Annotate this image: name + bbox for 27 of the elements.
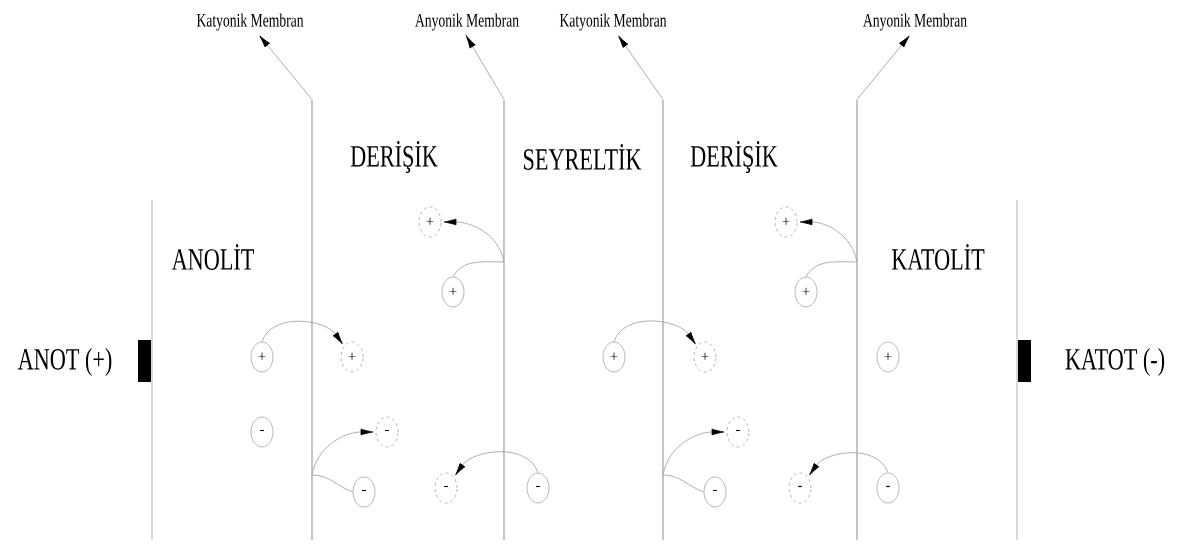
region-label: KATOT (-) [1065, 348, 1165, 376]
membrane-label: Katyonik Membran [559, 13, 667, 31]
membrane-line [503, 99, 505, 541]
arrow [809, 452, 889, 476]
arrow [662, 428, 725, 493]
region-label: SEYRELTİK [524, 144, 642, 170]
arrow [455, 451, 539, 476]
region-label: DERİŞİK [350, 140, 438, 173]
membrane-label: Katyonik Membran [196, 13, 304, 31]
arrow [311, 428, 374, 493]
region-label: ANOT (+) [17, 348, 112, 376]
arrow [466, 35, 505, 100]
membrane-label: Anyonik Membran [863, 13, 967, 31]
arrow [799, 218, 858, 278]
arrow [259, 35, 313, 100]
membrane-label: Anyonik Membran [415, 13, 519, 31]
region-label: DERİŞİK [690, 140, 778, 173]
membrane-line [856, 99, 858, 541]
membrane-line [311, 99, 313, 541]
arrow [261, 320, 343, 345]
region-label: ANOLİT [171, 244, 254, 270]
region-label: KATOLİT [891, 244, 985, 270]
membrane-line [662, 99, 664, 541]
arrow [856, 35, 910, 100]
arrow [618, 35, 664, 100]
arrow [443, 218, 505, 278]
arrow [613, 320, 696, 345]
